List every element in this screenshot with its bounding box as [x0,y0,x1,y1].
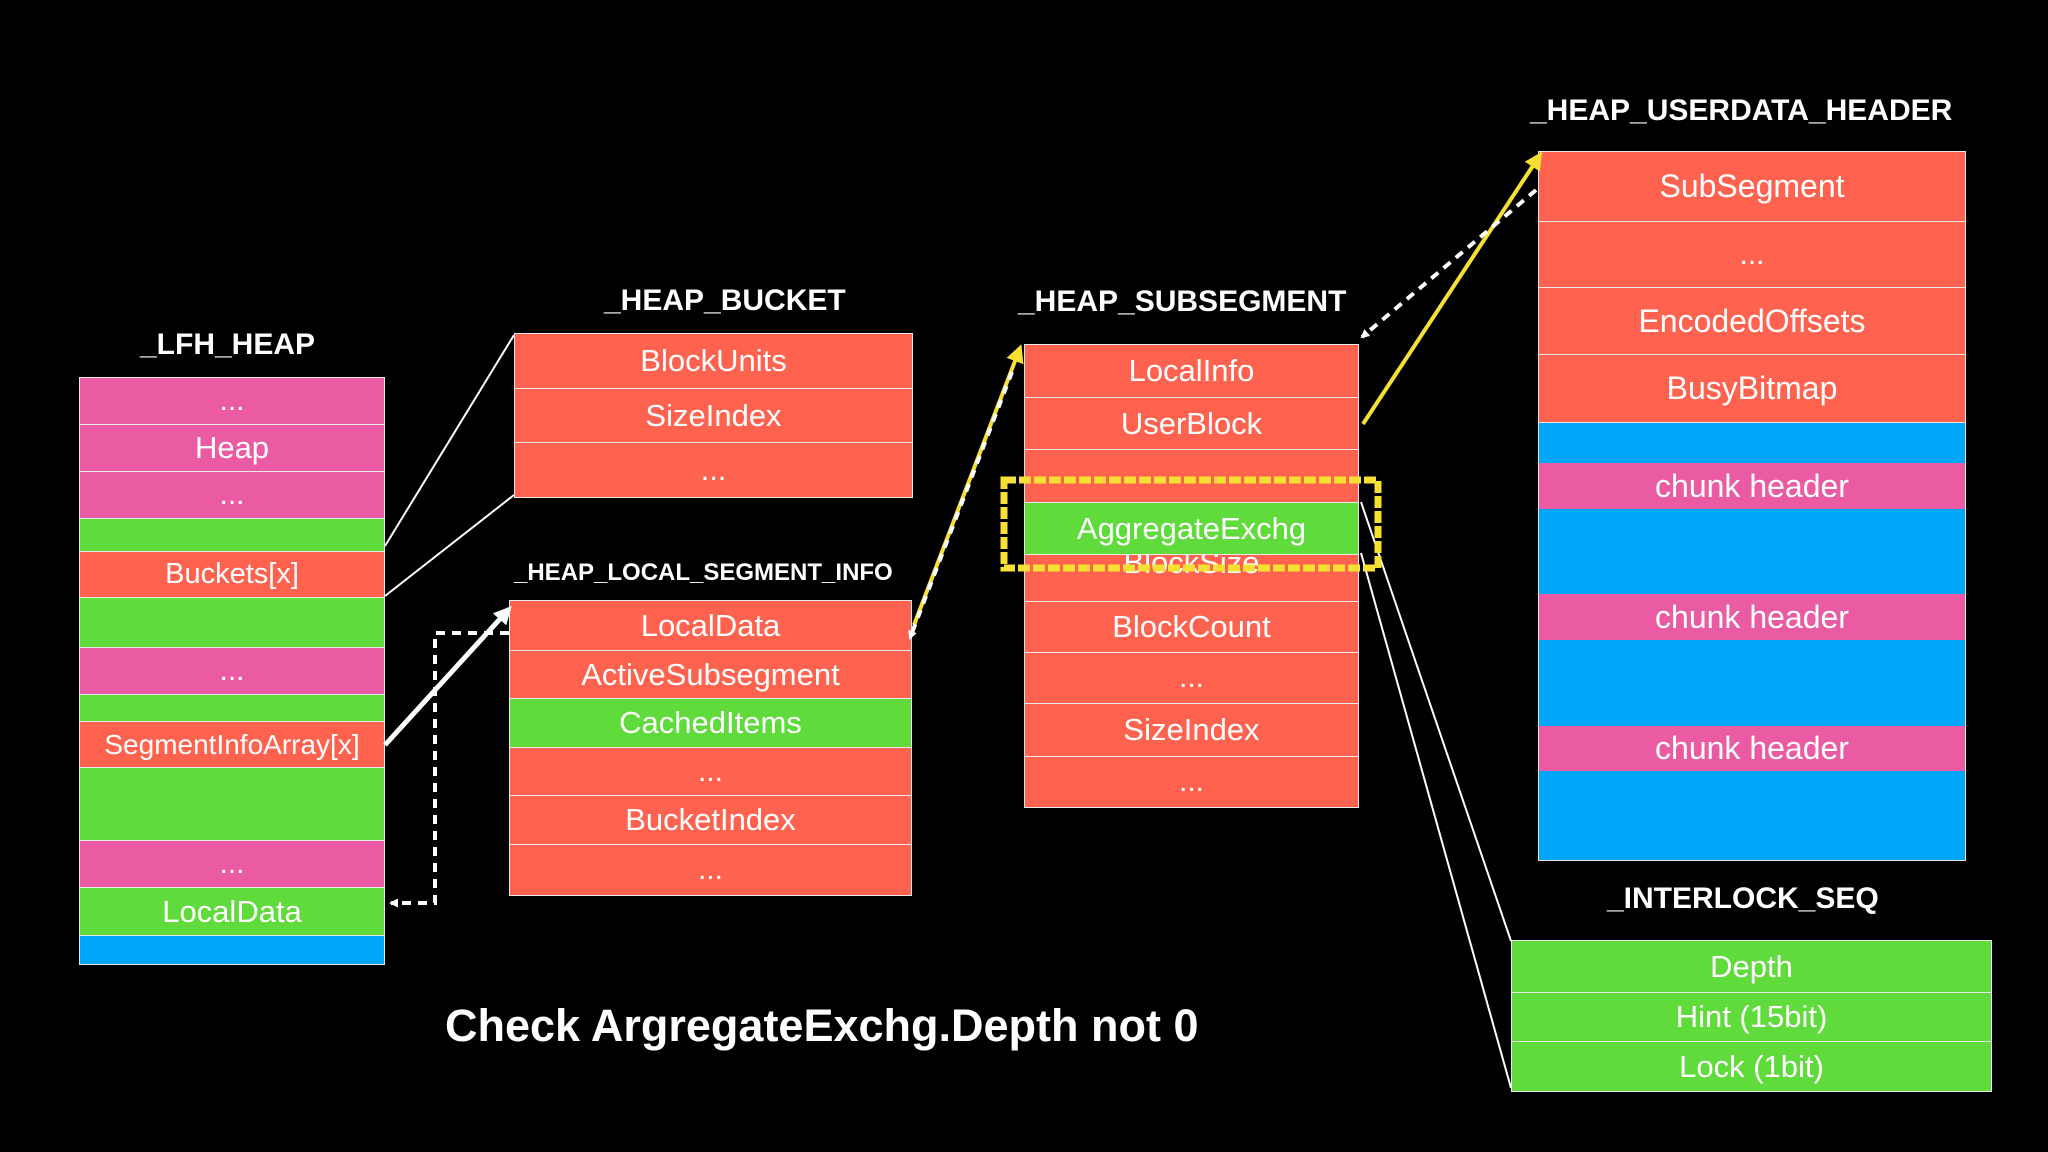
heap-subsegment-struct: LocalInfo UserBlock AggregateExchg Block… [1024,344,1359,808]
heap-subsegment-field: ... [1025,757,1358,807]
bucket-expand-line-bottom [384,494,515,597]
heap-bucket-title: _HEAP_BUCKET [604,284,846,317]
lfh-heap-field: Heap [80,425,384,472]
interlock-seq-field: Lock (1bit) [1512,1042,1991,1091]
userdata-header-field [1539,423,1965,463]
segment-info-arrow [383,606,512,747]
heap-bucket-field: BlockUnits [515,334,912,389]
local-segment-info-struct: LocalData ActiveSubsegment CachedItems .… [509,600,912,896]
heap-subsegment-field: BlockCount [1025,602,1358,653]
heap-bucket-struct: BlockUnits SizeIndex ... [514,333,913,498]
userdata-header-field [1539,640,1965,726]
interlock-seq-title: _INTERLOCK_SEQ [1607,882,1879,915]
userdata-header-struct: SubSegment ... EncodedOffsets BusyBitmap… [1538,151,1966,861]
lfh-heap-title: _LFH_HEAP [140,328,316,361]
bucket-expand-line-top [384,334,515,547]
subsegment-backlink-dashed [1360,188,1538,339]
local-segment-info-field: BucketIndex [510,796,911,845]
caption-text: Check ArgregateExchg.Depth not 0 [445,1000,1199,1051]
userdata-header-field: chunk header [1539,594,1965,640]
heap-bucket-field: ... [515,443,912,497]
userblock-arrow [1361,151,1543,426]
local-segment-info-field: ... [510,845,911,895]
userdata-header-field: chunk header [1539,463,1965,509]
localdata-backlink-dashed [389,631,509,908]
lfh-heap-field [80,519,384,552]
active-subsegment-arrow [912,344,1024,626]
userdata-header-field: chunk header [1539,726,1965,771]
local-segment-info-field: ActiveSubsegment [510,651,911,699]
heap-subsegment-field [1025,450,1358,503]
interlock-expand-line-bottom [1360,552,1512,1089]
lfh-heap-field: ... [80,472,384,519]
lfh-heap-field: ... [80,648,384,695]
userdata-header-field [1539,771,1965,860]
interlock-seq-struct: Depth Hint (15bit) Lock (1bit) [1511,940,1992,1092]
lfh-heap-field: ... [80,841,384,888]
heap-subsegment-field: SizeIndex [1025,704,1358,757]
interlock-seq-field: Hint (15bit) [1512,993,1991,1042]
userdata-header-field: SubSegment [1539,152,1965,222]
heap-subsegment-field: LocalInfo [1025,345,1358,398]
lfh-heap-struct: ... Heap ... Buckets[x] ... SegmentInfoA… [79,377,385,965]
interlock-seq-field: Depth [1512,941,1991,993]
localinfo-backlink-dashed [908,371,1014,640]
lfh-heap-field [80,695,384,722]
lfh-heap-field: Buckets[x] [80,552,384,598]
local-segment-info-field: CachedItems [510,699,911,748]
lfh-heap-field: SegmentInfoArray[x] [80,722,384,768]
heap-subsegment-title: _HEAP_SUBSEGMENT [1018,285,1347,318]
heap-subsegment-field: AggregateExchg [1025,503,1358,555]
lfh-heap-field [80,768,384,841]
userdata-header-field: ... [1539,222,1965,288]
heap-bucket-field: SizeIndex [515,389,912,443]
userdata-header-field: EncodedOffsets [1539,288,1965,355]
local-segment-info-title: _HEAP_LOCAL_SEGMENT_INFO [514,559,893,586]
userdata-header-field [1539,509,1965,594]
lfh-heap-field: LocalData [80,888,384,936]
userdata-header-field: BusyBitmap [1539,355,1965,423]
local-segment-info-field: ... [510,748,911,796]
lfh-heap-field [80,598,384,648]
interlock-expand-line-top [1360,501,1512,942]
lfh-heap-field [80,936,384,964]
userdata-header-title: _HEAP_USERDATA_HEADER [1530,94,1953,127]
lfh-heap-field: ... [80,378,384,425]
local-segment-info-field: LocalData [510,601,911,651]
heap-subsegment-field: ... [1025,653,1358,704]
heap-subsegment-field: UserBlock [1025,398,1358,450]
heap-subsegment-field: BlockSize [1025,555,1358,602]
